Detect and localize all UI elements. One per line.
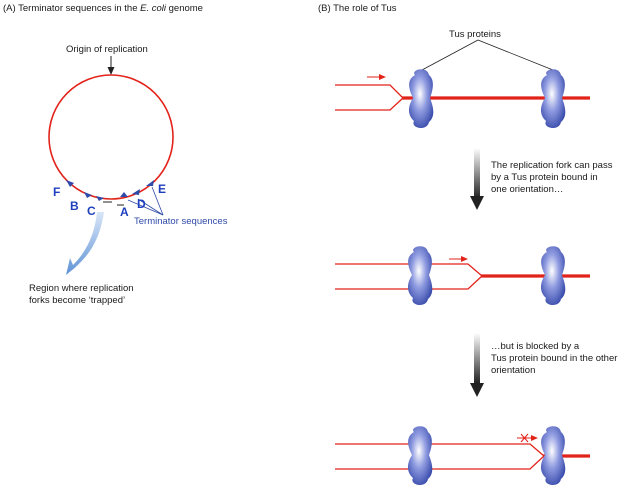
- origin-label: Origin of replication: [66, 44, 148, 55]
- row1-tus-protein-left: [408, 69, 434, 129]
- row2-tus-protein-left: [407, 246, 433, 306]
- origin-pointer-head: [107, 67, 115, 75]
- row1-tus-protein-right: [540, 69, 566, 129]
- terminator-a-label: A: [120, 205, 129, 219]
- step2-caption-line1: …but is blocked by a: [491, 341, 580, 352]
- row2-motion-arrow: [449, 256, 468, 262]
- terminator-c-arrowhead: [96, 196, 104, 201]
- panel-b-title: (B) The role of Tus: [318, 3, 397, 14]
- tus-proteins-label: Tus proteins: [449, 29, 501, 40]
- terminator-f-arrowhead: [66, 180, 74, 187]
- terminator-d-label: D: [137, 197, 146, 211]
- trapped-region-label-line2: forks become ‘trapped’: [29, 295, 126, 306]
- terminator-f-label: F: [53, 185, 61, 199]
- transition-arrow-2: [470, 333, 484, 397]
- step1-caption-line3: one orientation…: [491, 184, 564, 195]
- terminator-arrowheads: [66, 180, 154, 201]
- trapped-region-label-line1: Region where replication: [29, 283, 134, 294]
- row1-motion-arrow: [367, 74, 386, 80]
- step2-caption-line3: orientation: [491, 365, 536, 376]
- terminator-e-label: E: [158, 182, 167, 196]
- genome-circle: [48, 74, 174, 200]
- terminator-leader-lines: [127, 186, 164, 216]
- step1-caption-line1: The replication fork can pass: [491, 160, 613, 171]
- tus-label-connectors: [421, 39, 554, 71]
- terminator-d-arrowhead: [132, 189, 140, 195]
- row2-tus-protein-right: [540, 246, 566, 306]
- trapped-region-arrow: [66, 212, 104, 275]
- terminator-c-label: C: [87, 204, 96, 218]
- terminator-b-arrowhead: [84, 192, 92, 198]
- panel-a-title-suffix: genome: [166, 3, 203, 14]
- step1-caption-line2: by a Tus protein bound in: [491, 172, 598, 183]
- transition-arrow-1: [470, 148, 484, 210]
- terminator-a-arrowhead: [120, 192, 128, 197]
- row3-tus-protein-right: [540, 426, 566, 486]
- terminator-e-arrowhead: [146, 180, 154, 186]
- panel-a-title: (A) Terminator sequences in the E. coli …: [3, 3, 203, 15]
- step2-caption-line2: Tus protein bound in the other: [491, 353, 618, 364]
- row3-blocked-arrow: [517, 433, 538, 443]
- row2-dna: [335, 263, 590, 290]
- panel-a-title-prefix: (A) Terminator sequences in the: [3, 3, 141, 14]
- terminator-b-label: B: [70, 199, 79, 213]
- terminator-sequences-label: Terminator sequences: [134, 216, 228, 227]
- row3-tus-protein-left: [407, 426, 433, 486]
- panel-a-title-species: E. coli: [140, 3, 166, 14]
